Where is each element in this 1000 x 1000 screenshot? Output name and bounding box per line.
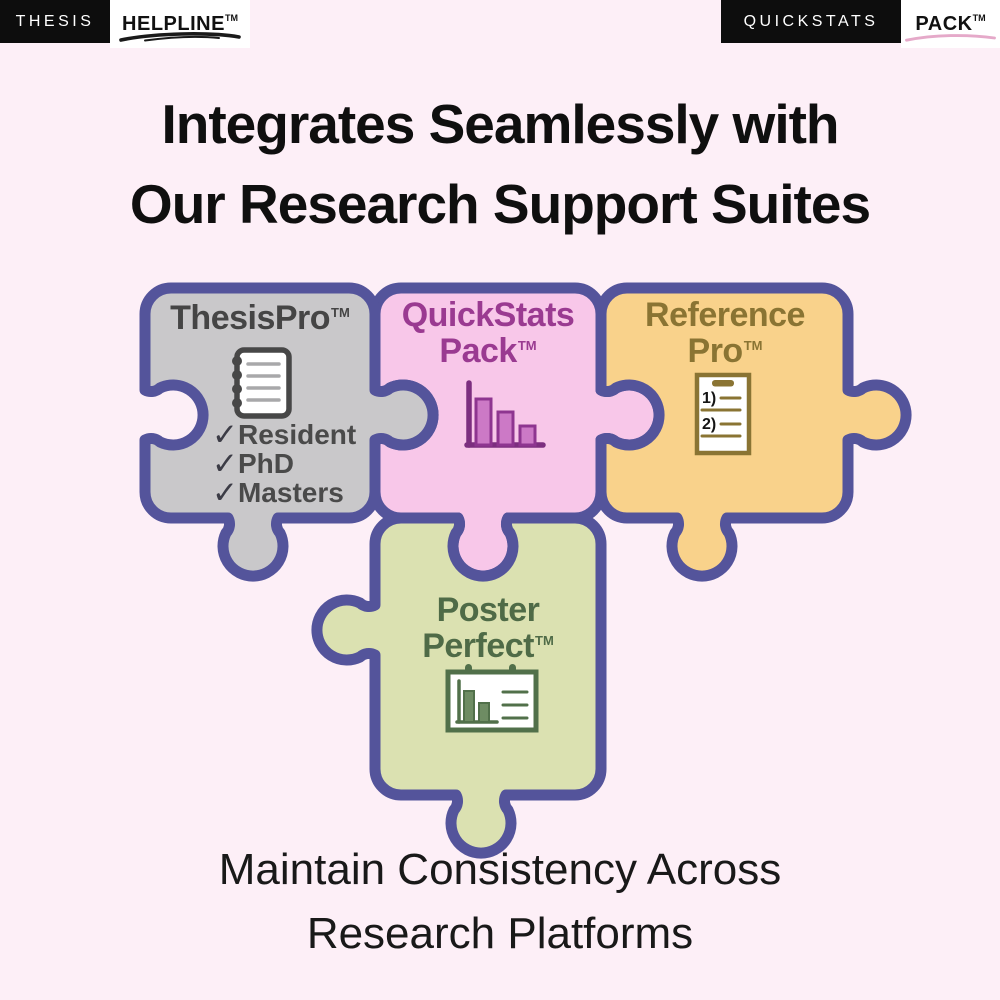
pack-underline-swoosh <box>905 34 996 42</box>
thesispro-title: ThesisProTM <box>150 300 370 343</box>
quickstats-badge-label: QUICKSTATS <box>743 12 879 30</box>
list-number-2: 2) <box>702 416 716 433</box>
poster-title-line2-text: Perfect <box>422 627 534 665</box>
footer-tagline: Maintain Consistency Across Research Pla… <box>0 838 1000 966</box>
reference-tm-superscript: TM <box>743 338 763 353</box>
helpline-badge-label: HELPLINE <box>122 12 225 35</box>
poster-title-line1: Poster <box>436 591 540 629</box>
thesispro-checklist: ✓ Resident ✓ PhD ✓ Masters <box>212 417 357 510</box>
reference-title-line1: Reference <box>645 296 805 334</box>
checkmark-icon: ✓ <box>212 475 238 510</box>
thesispro-tm-superscript: TM <box>331 305 350 320</box>
checkmark-icon: ✓ <box>212 446 238 481</box>
reference-title-line2-text: Pro <box>687 332 744 370</box>
checklist-item: ✓ Masters <box>212 475 356 510</box>
quickstats-title-line1: QuickStats <box>401 296 575 334</box>
footer-tagline-line1: Maintain Consistency Across <box>218 845 782 894</box>
puzzle-piece-reference-pro <box>595 282 912 582</box>
helpline-underline-swoosh <box>119 32 241 42</box>
poster-title-line2: PerfectTM <box>378 628 598 671</box>
page-title: Integrates Seamlessly with Our Research … <box>0 84 1000 244</box>
page-title-line1: Integrates Seamlessly with <box>161 93 839 155</box>
checklist-item-label: Masters <box>237 476 344 508</box>
reference-title-line2: ProTM <box>615 333 835 376</box>
quickstats-title-line2: PackTM <box>378 333 598 376</box>
puzzle-piece-thesispro <box>139 282 439 582</box>
checklist-item: ✓ PhD <box>212 446 356 481</box>
quickstats-badge-box: QUICKSTATS <box>721 0 901 43</box>
quickstats-title-line2-text: Pack <box>439 332 517 370</box>
checklist-item-label: PhD <box>237 447 294 479</box>
pack-tm-superscript: TM <box>972 13 986 23</box>
notebook-icon <box>232 347 292 419</box>
numbered-list-icon: 1) 2) <box>694 372 752 456</box>
list-number-1: 1) <box>702 390 716 407</box>
quickstats-pack-title: QuickStats PackTM <box>378 297 598 376</box>
poster-board-icon <box>445 664 539 733</box>
helpline-tm-superscript: TM <box>224 13 238 23</box>
pack-badge-label: PACK <box>915 12 973 35</box>
page-title-line2: Our Research Support Suites <box>129 173 871 235</box>
thesispro-title-text: ThesisPro <box>170 299 331 337</box>
reference-pro-title: Reference ProTM <box>615 297 835 376</box>
checklist-item-label: Resident <box>237 418 357 450</box>
thesis-badge-label: THESIS <box>15 12 95 30</box>
checklist-item: ✓ Resident <box>212 417 357 452</box>
footer-tagline-line2: Research Platforms <box>306 909 694 958</box>
quickstats-tm-superscript: TM <box>517 338 537 353</box>
checkmark-icon: ✓ <box>212 417 238 452</box>
bar-chart-icon <box>464 380 546 448</box>
thesis-badge-box: THESIS <box>0 0 110 43</box>
poster-tm-superscript: TM <box>535 633 554 648</box>
poster-perfect-title: Poster PerfectTM <box>378 592 598 671</box>
